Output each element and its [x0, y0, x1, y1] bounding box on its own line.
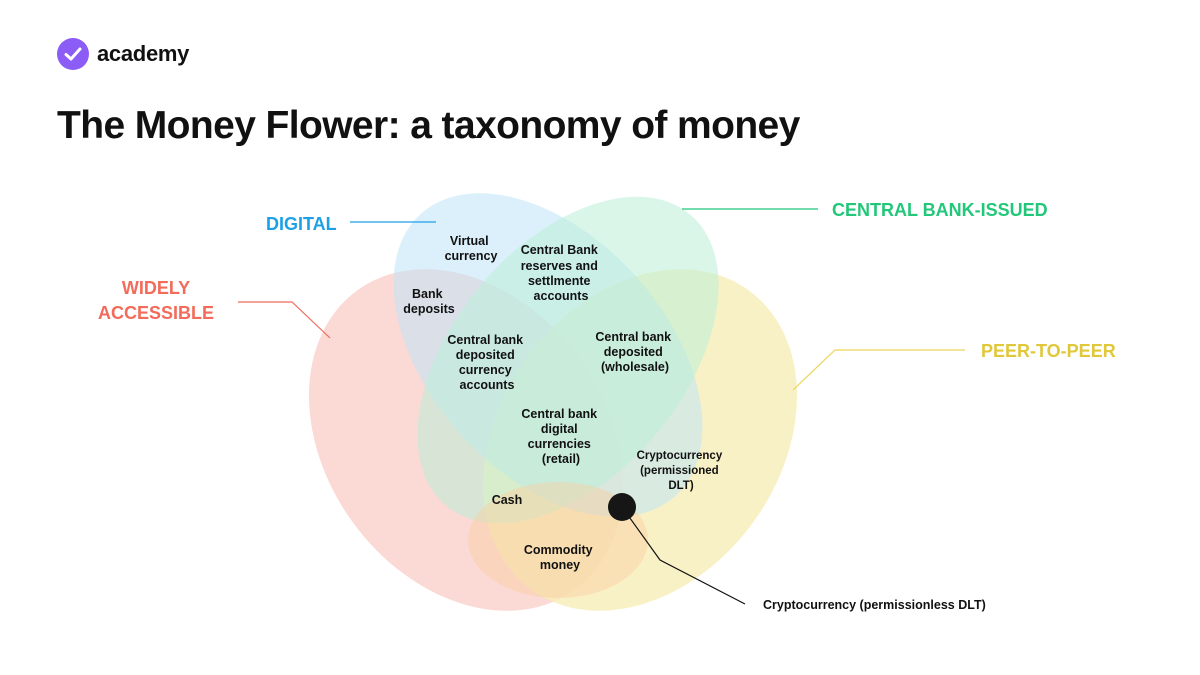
region-cb-deposited-accounts: Central bank deposited currency accounts — [447, 333, 526, 392]
page-title: The Money Flower: a taxonomy of money — [57, 104, 800, 147]
region-cbdc-retail: Central bank digital currencies (retail) — [521, 407, 600, 466]
region-commodity-money: Commodity money — [524, 543, 596, 572]
brand: academy — [57, 38, 189, 70]
region-bank-deposits: Bank deposits — [403, 287, 454, 316]
callout-label: Cryptocurrency (permissionless DLT) — [763, 598, 986, 612]
brand-name: academy — [97, 41, 190, 66]
region-cb-reserves: Central Bank reserves and settlmente acc… — [521, 243, 602, 303]
region-cb-deposited-wholesale: Central bank deposited (wholesale) — [595, 330, 674, 374]
digital-label: DIGITAL — [266, 214, 337, 234]
widely-accessible-leader-line — [238, 301, 331, 339]
petal-central-bank — [417, 196, 719, 524]
region-virtual-currency: Virtual currency — [445, 234, 498, 263]
widely-accessible-label-2: ACCESSIBLE — [98, 303, 214, 323]
region-crypto-permissioned: Cryptocurrency (permissioned DLT) — [637, 450, 726, 492]
callout-leader-line — [621, 506, 746, 605]
peer-to-peer-label: PEER-TO-PEER — [981, 341, 1116, 361]
check-icon — [57, 38, 89, 70]
crypto-permissionless-dot — [608, 493, 636, 521]
central-bank-label: CENTRAL BANK-ISSUED — [832, 200, 1048, 220]
widely-accessible-label-1: WIDELY — [122, 278, 190, 298]
region-cash: Cash — [492, 493, 523, 507]
petal-commodity-tint — [468, 482, 648, 598]
peer-to-peer-leader-line — [792, 349, 965, 391]
